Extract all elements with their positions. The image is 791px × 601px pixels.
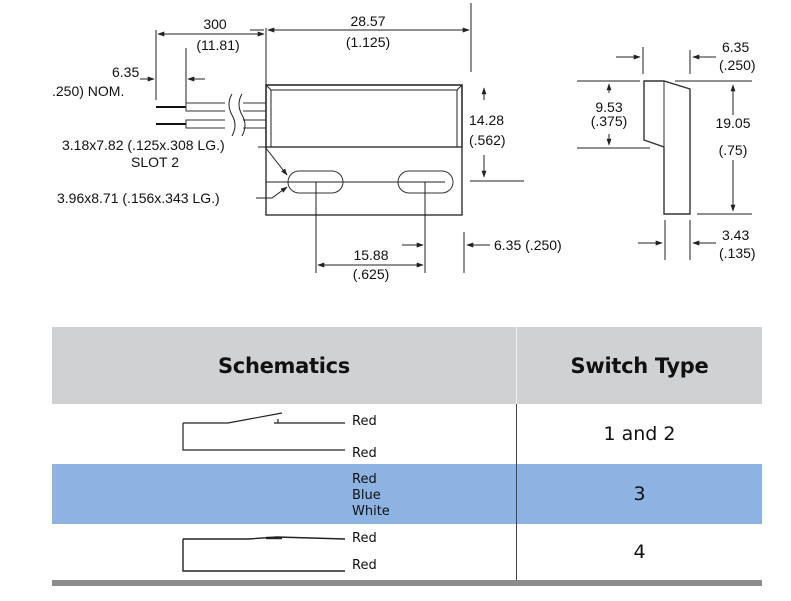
- table-row: Red Red 1 and 2: [52, 404, 762, 464]
- wire-label: Blue: [352, 488, 381, 503]
- dim-flange-mm: 9.53: [595, 99, 622, 115]
- dim-body-length-mm: 28.57: [350, 13, 385, 29]
- dim-total-height-in: (.75): [719, 142, 748, 158]
- table-row: Red Blue White 3: [52, 464, 762, 524]
- column-divider: [516, 404, 517, 580]
- switch-type-value: 3: [633, 483, 646, 505]
- wire-label: Red: [352, 446, 377, 461]
- dim-edge-offset: 6.35 (.250): [494, 237, 562, 253]
- side-profile: [643, 80, 691, 215]
- dim-top-width-mm: 6.35: [722, 39, 749, 55]
- leader-slot-small: [258, 146, 288, 176]
- header-schematics: Schematics: [217, 353, 350, 378]
- dim-total-height-mm: 19.05: [715, 115, 750, 131]
- dim-slot-spacing-mm: 15.88: [353, 247, 388, 263]
- header-switch-type: Switch Type: [570, 353, 709, 378]
- slot-small-callout: 3.18x7.82 (.125x.308 LG.): [62, 137, 225, 153]
- wire-label: Red: [352, 558, 377, 573]
- lead-wires: [156, 93, 267, 137]
- table-row: Red Red 4: [52, 524, 762, 580]
- dim-height-mm: 14.28: [469, 112, 504, 128]
- table-header: Schematics Switch Type: [52, 327, 762, 404]
- dim-top-width-in: (.250): [719, 57, 756, 73]
- dim-strip-mm: 6.35: [112, 64, 139, 80]
- switch-body: [265, 84, 463, 216]
- switch-type-value: 1 and 2: [603, 423, 676, 445]
- dim-slot-spacing-in: (.625): [353, 266, 390, 282]
- leader-slot-large: [256, 186, 288, 199]
- schematic-normally-closed: [182, 536, 346, 572]
- dim-height-in: (.562): [469, 132, 506, 148]
- schematic-normally-open: [182, 412, 345, 451]
- wire-label: White: [352, 504, 390, 519]
- wire-label: Red: [352, 472, 377, 487]
- dim-body-length-in: (1.125): [346, 34, 390, 50]
- dimension-drawing: 300 (11.81) 28.57 (1.125) 6.35 .250) NOM…: [52, 3, 756, 282]
- wire-label: Red: [352, 414, 377, 429]
- slot-large-callout: 3.96x8.71 (.156x.343 LG.): [57, 190, 220, 206]
- wire-label: Red: [352, 531, 377, 546]
- dim-lead-length-in: (11.81): [196, 37, 239, 53]
- header-divider: [516, 327, 517, 404]
- dim-lead-length-mm: 300: [203, 16, 227, 32]
- table-bottom-rule: [52, 580, 762, 586]
- side-view: 6.35 (.250) 9.53 (.375) 19.05 (.75) 3.43…: [577, 39, 756, 261]
- top-view: 300 (11.81) 28.57 (1.125) 6.35 .250) NOM…: [52, 3, 562, 282]
- slot-small-sub: SLOT 2: [131, 154, 179, 170]
- dim-strip-in: .250) NOM.: [52, 83, 124, 99]
- switch-type-value: 4: [633, 541, 646, 563]
- dim-base-width-in: (.135): [719, 245, 756, 261]
- dim-flange-in: (.375): [591, 113, 628, 129]
- dim-base-width-mm: 3.43: [722, 227, 749, 243]
